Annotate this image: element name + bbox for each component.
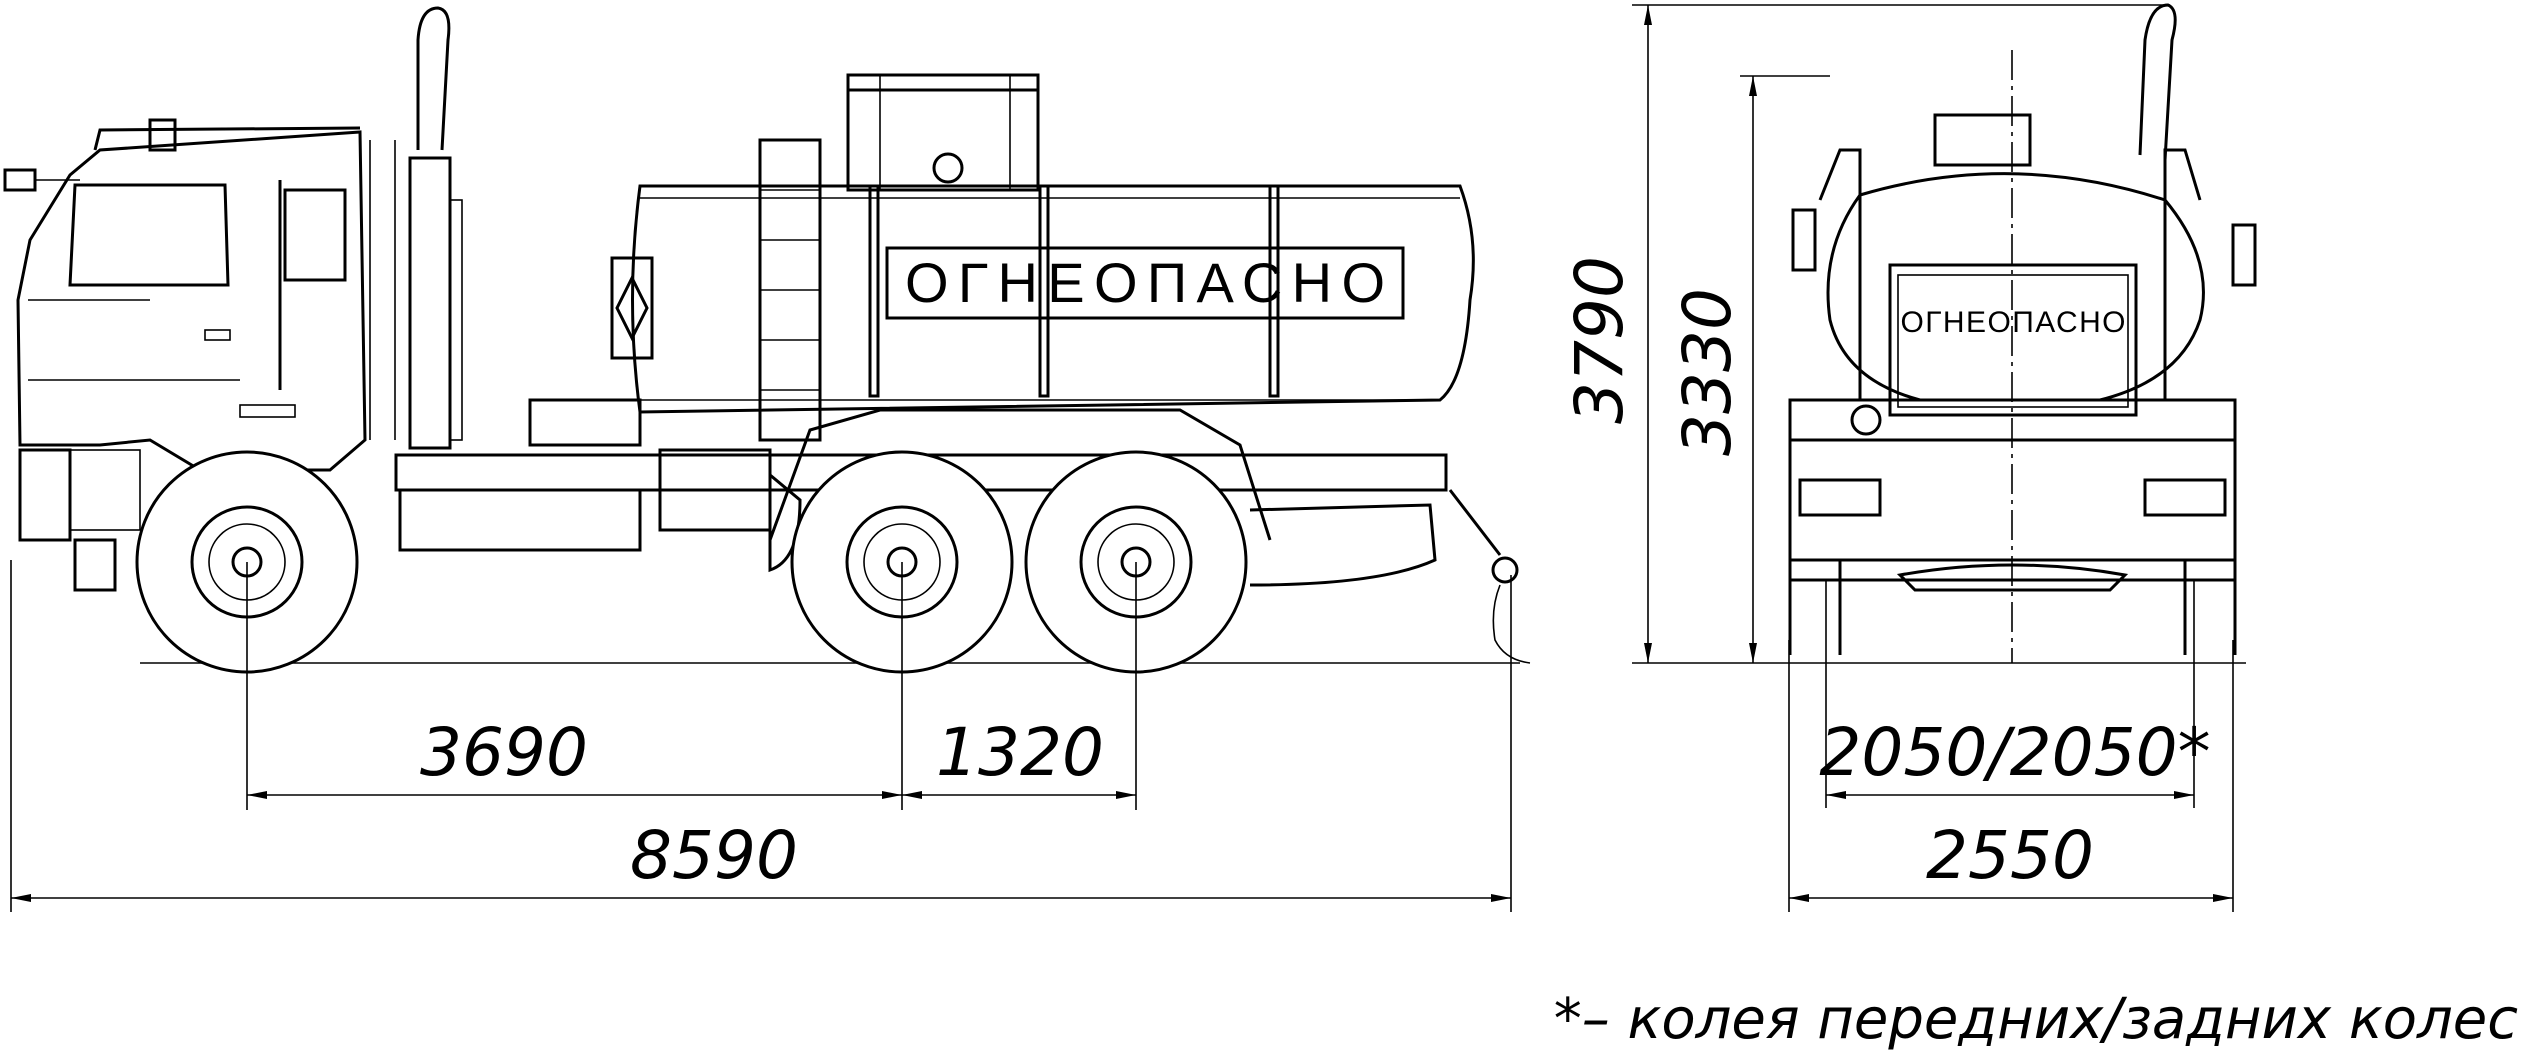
hazard-diamond-icon [615,274,649,342]
dim-3330: 3330 [1669,288,1746,456]
rear-dimensions: 3790 3330 2050/2050* 2550 [1561,4,2234,912]
dim-8590: 8590 [630,817,798,894]
footnote: *– колея передних/задних колес [1554,987,2519,1052]
exhaust-pipe [416,6,451,151]
cab [3,118,367,592]
dim-track: 2050/2050* [1819,714,2210,791]
tank-rear [1826,172,2205,402]
dim-3790: 3790 [1561,256,1638,424]
hazard-diamond-plate [610,256,654,360]
hazard-sign-side [885,246,1405,320]
tank-sign-side-text: ОГНЕОПАСНО [905,251,1385,314]
exhaust-pipe-rear [2138,3,2177,161]
tank-sign-rear-text: ОГНЕОПАСНО [1901,306,2126,339]
dim-3690: 3690 [420,714,588,791]
dim-2550: 2550 [1926,817,2094,894]
side-dimensions: 3690 1320 8590 [10,560,1512,912]
cab-ladder [369,140,463,450]
hazard-sign-rear [1888,263,2138,417]
rear-view: ОГНЕОПАСНО 3790 3330 2050/2050* 2550 [1561,3,2257,912]
side-view: ОГНЕОПАСНО [3,6,1531,912]
dim-1320: 1320 [936,714,1104,791]
tank-side: ОГНЕОПАСНО [610,73,1475,541]
